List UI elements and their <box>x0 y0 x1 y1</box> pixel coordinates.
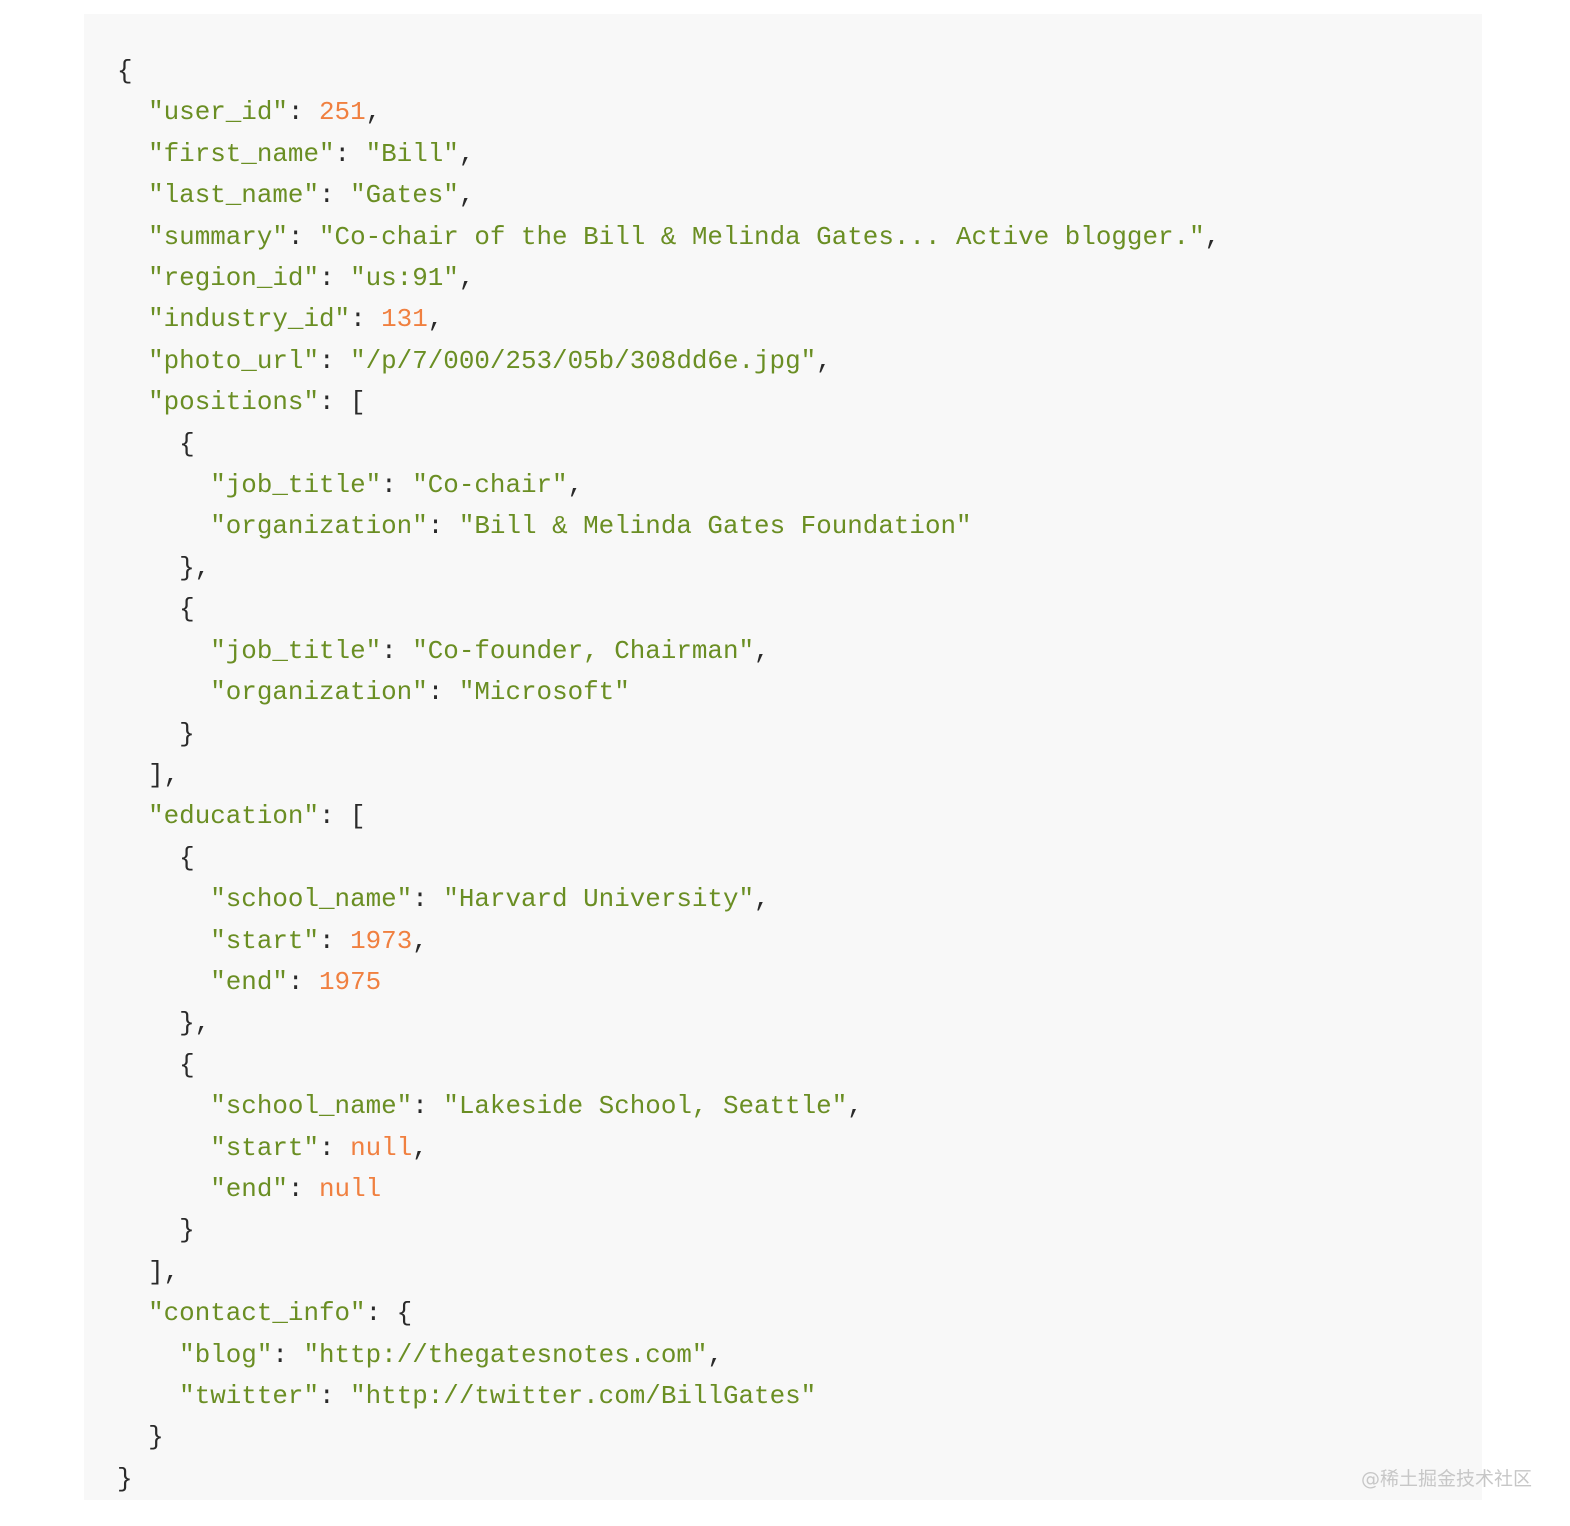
json-key: "blog" <box>179 1339 273 1370</box>
json-number: 1975 <box>319 966 382 997</box>
json-number: 131 <box>381 304 428 335</box>
json-string: "Bill" <box>365 138 459 169</box>
json-key: "contact_info" <box>148 1298 366 1329</box>
json-code-block: { "user_id": 251, "first_name": "Bill", … <box>84 14 1482 1500</box>
json-key: "summary" <box>148 221 288 252</box>
json-key: "positions" <box>148 387 319 418</box>
json-string: "Lakeside School, Seattle" <box>443 1091 848 1122</box>
json-string: "Bill & Melinda Gates Foundation" <box>458 511 972 542</box>
json-key: "twitter" <box>179 1381 319 1411</box>
json-key: "region_id" <box>148 263 319 294</box>
json-key: "education" <box>148 801 319 832</box>
json-key: "industry_id" <box>148 304 351 335</box>
json-key: "first_name" <box>148 138 335 169</box>
json-key: "end" <box>210 966 288 997</box>
json-key: "job_title" <box>210 635 382 666</box>
json-key: "start" <box>210 925 319 956</box>
json-key: "photo_url" <box>148 345 319 376</box>
json-key: "user_id" <box>148 97 288 128</box>
json-string: "Co-chair" <box>412 470 568 501</box>
json-string: "http://twitter.com/BillGates" <box>350 1381 817 1411</box>
json-key: "end" <box>210 1173 288 1204</box>
json-key: "organization" <box>210 677 428 708</box>
json-string: "http://thegatesnotes.com" <box>303 1339 708 1370</box>
json-number: 1973 <box>350 925 413 956</box>
json-key: "organization" <box>210 511 428 542</box>
watermark: @稀土掘金技术社区 <box>1360 1468 1532 1490</box>
json-key: "start" <box>210 1132 319 1163</box>
json-key: "last_name" <box>148 180 319 211</box>
json-null: null <box>319 1173 382 1204</box>
json-key: "school_name" <box>210 884 413 915</box>
json-null: null <box>350 1132 413 1163</box>
json-string: "Co-founder, Chairman" <box>412 635 755 666</box>
json-key: "school_name" <box>210 1091 413 1122</box>
json-string: "Harvard University" <box>443 884 755 915</box>
json-number: 251 <box>319 97 366 128</box>
json-string: "Gates" <box>350 180 459 211</box>
json-key: "job_title" <box>210 470 382 501</box>
json-code: { "user_id": 251, "first_name": "Bill", … <box>117 56 1221 1494</box>
json-string: "us:91" <box>350 263 459 294</box>
json-string: "/p/7/000/253/05b/308dd6e.jpg" <box>350 345 817 376</box>
json-string: "Co-chair of the Bill & Melinda Gates...… <box>319 221 1205 252</box>
json-string: "Microsoft" <box>458 677 630 708</box>
